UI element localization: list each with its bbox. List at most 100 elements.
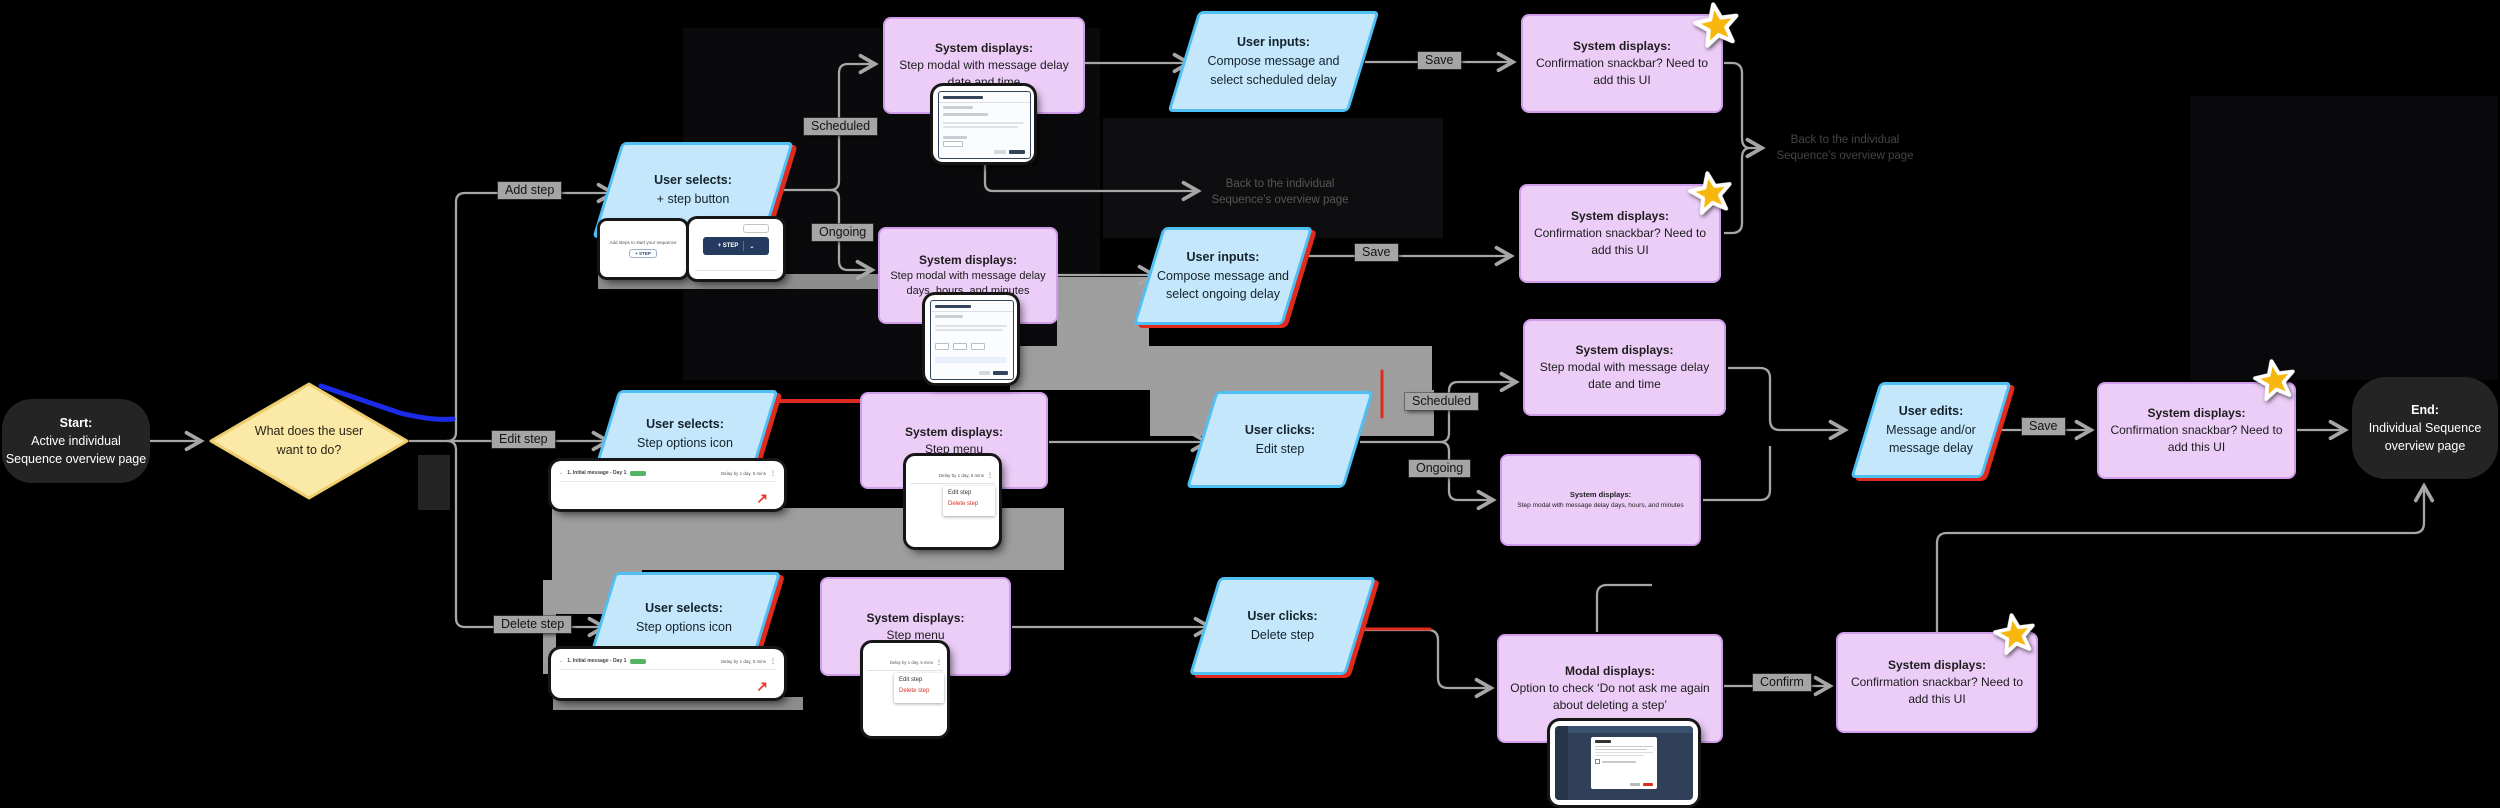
node-body: Delete step (1250, 628, 1315, 642)
confirm-ongoing-box[interactable]: System displays: Confirmation snackbar? … (1519, 184, 1721, 283)
gray-artifact (598, 274, 888, 289)
edit-click-parallelogram[interactable]: User clicks:Edit step (1186, 391, 1374, 488)
node-title: User selects: (645, 601, 723, 616)
menu-item-delete-step[interactable]: Delete step (899, 688, 930, 694)
node-title: System displays: (1575, 343, 1674, 358)
edit-modal-datetime-box[interactable]: System displays: Step modal with message… (1523, 319, 1726, 416)
step-row-thumbnail[interactable]: ⌄ 1. Initial message - Day 1 Delay by 1 … (551, 461, 784, 509)
delete-click-parallelogram[interactable]: User clicks: Delete step (1189, 577, 1376, 675)
app-screen (1555, 726, 1693, 800)
add-modal-datetime-box[interactable]: System displays: Step modal with message… (883, 17, 1085, 114)
empty-state-thumbnail[interactable]: Add steps to start your sequence + STEP (600, 221, 686, 277)
kebab-menu-icon[interactable]: ⋮ (770, 658, 776, 665)
annotation-arrow-icon: ↗ (756, 490, 768, 506)
step-menu-thumbnail[interactable]: Delay by 1 day, 5 mins ⋮ Edit step Delet… (863, 643, 947, 736)
cancel-button[interactable] (1630, 783, 1640, 786)
node-title: User selects: (654, 173, 732, 188)
edge-label-delete-step[interactable]: Delete step (494, 616, 572, 633)
start-title: Start: (59, 415, 93, 430)
edge-label-confirm[interactable]: Confirm (1753, 674, 1811, 691)
edge-label-add-step[interactable]: Add step (498, 182, 562, 199)
kebab-menu-icon[interactable]: ⋮ (936, 660, 942, 666)
add-select-parallelogram[interactable]: User selects: + step button (592, 142, 794, 238)
step-row-thumbnail[interactable]: ⌄ 1. Initial message - Day 1 Delay by 1 … (551, 649, 784, 698)
back-to-overview-note[interactable]: Back to the individual Sequence's overvi… (1776, 134, 1914, 163)
diamond-shape (209, 382, 409, 500)
star-icon[interactable] (1683, 166, 1739, 222)
button-label: + STEP (717, 243, 739, 249)
node-body: Step options icon (637, 436, 733, 450)
node-body: Confirmation snackbar? Need to add this … (2110, 423, 2283, 454)
node-body: Confirmation snackbar? Need to add this … (1850, 675, 2024, 706)
step-modal-thumbnail[interactable] (925, 295, 1017, 383)
confirm-scheduled-box[interactable]: System displays: Confirmation snackbar? … (1521, 14, 1723, 113)
node-title: User inputs: (1237, 35, 1310, 50)
start-body: Active individual Sequence overview page (5, 433, 147, 467)
edge-label-scheduled[interactable]: Scheduled (804, 118, 878, 135)
step-row: ⌄ 1. Initial message - Day 1 Delay by 1 … (559, 654, 776, 668)
end-body: Individual Sequence overview page (2368, 420, 2482, 454)
edit-modal-dhm-box[interactable]: System displays: Step modal with message… (1500, 454, 1701, 546)
step-button-thumbnail[interactable]: + STEP ⌄ (689, 219, 783, 279)
checkbox[interactable] (1595, 759, 1600, 765)
edge-label-ongoing[interactable]: Ongoing (812, 224, 874, 241)
node-title: User inputs: (1186, 249, 1260, 264)
node-body: Step menu (886, 627, 945, 642)
kebab-menu-icon[interactable]: ⋮ (770, 470, 776, 477)
node-body: Compose message and select ongoing delay (1156, 268, 1290, 302)
node-body: Step modal with message delay date and t… (899, 58, 1069, 89)
node-title: System displays: (934, 41, 1034, 56)
confirm-delete-box[interactable]: System displays: Confirmation snackbar? … (1836, 632, 2038, 733)
topbar (1568, 726, 1693, 733)
edge-label-edit-step[interactable]: Edit step (492, 431, 555, 448)
gray-artifact (1010, 346, 1432, 390)
node-body: Step options icon (636, 620, 732, 634)
sidebar (1555, 726, 1568, 800)
node-body: Confirmation snackbar? Need to add this … (1533, 226, 1707, 257)
menu-item-edit-step[interactable]: Edit step (899, 677, 923, 683)
delete-button[interactable] (1643, 783, 1653, 786)
dark-patch (2190, 96, 2498, 380)
kebab-menu-icon[interactable]: ⋮ (987, 473, 993, 479)
delete-modal-thumbnail[interactable] (1550, 721, 1698, 805)
edge-label-scheduled[interactable]: Scheduled (1405, 393, 1479, 410)
user-edits-parallelogram[interactable]: User edits:Message and/or message delay (1850, 382, 2012, 478)
step-row-label: 1. Initial message - Day 1 (567, 470, 627, 476)
input-scheduled-parallelogram[interactable]: User inputs:Compose message and select s… (1167, 11, 1380, 112)
decision-diamond[interactable]: What does the user want to do? (207, 380, 411, 502)
star-icon[interactable] (1688, 0, 1746, 55)
status-badge (630, 470, 647, 476)
edit-select-parallelogram[interactable]: User selects: Step options icon (590, 390, 780, 478)
mini-pill (743, 224, 769, 233)
star-icon[interactable] (2248, 354, 2301, 407)
confirm-edit-box[interactable]: System displays: Confirmation snackbar? … (2097, 382, 2296, 479)
edge-label-save[interactable]: Save (1418, 52, 1461, 69)
node-title: System displays: (2147, 406, 2246, 421)
edge-label-save[interactable]: Save (2022, 418, 2065, 435)
star-icon[interactable] (1988, 608, 2041, 661)
menu-header-text: Delay by 1 day, 5 mins (938, 473, 984, 478)
end-node[interactable]: End: Individual Sequence overview page (2352, 377, 2498, 479)
node-title: User selects: (646, 417, 724, 432)
start-node[interactable]: Start: Active individual Sequence overvi… (2, 399, 150, 483)
node-title: User clicks: (1247, 609, 1318, 624)
menu-item-edit-step[interactable]: Edit step (948, 490, 972, 496)
edge-label-save[interactable]: Save (1355, 244, 1398, 261)
add-step-button[interactable]: + STEP (629, 249, 657, 258)
back-to-overview-note[interactable]: Back to the individual Sequence's overvi… (1211, 178, 1349, 207)
input-ongoing-parallelogram[interactable]: User inputs: Compose message and select o… (1133, 227, 1313, 325)
delete-select-parallelogram[interactable]: User selects: Step options icon (586, 572, 782, 664)
step-modal-thumbnail[interactable] (933, 86, 1034, 162)
delete-step-menu-box[interactable]: System displays: Step menu (820, 577, 1011, 676)
step-menu-thumbnail[interactable]: Delay by 1 day, 5 mins ⋮ Edit step Delet… (906, 456, 999, 547)
modal-screen (938, 91, 1031, 159)
add-step-split-button[interactable]: + STEP ⌄ (703, 237, 769, 255)
node-body: + step button (656, 192, 730, 206)
edge-label-ongoing[interactable]: Ongoing (1409, 460, 1471, 477)
context-menu: Edit step Delete step (943, 486, 995, 516)
node-body: Option to check ‘Do not ask me again abo… (1510, 681, 1710, 712)
menu-item-delete-step[interactable]: Delete step (948, 501, 979, 507)
node-title: System displays: (1569, 490, 1632, 500)
menu-header: Delay by 1 day, 5 mins ⋮ (912, 472, 993, 479)
